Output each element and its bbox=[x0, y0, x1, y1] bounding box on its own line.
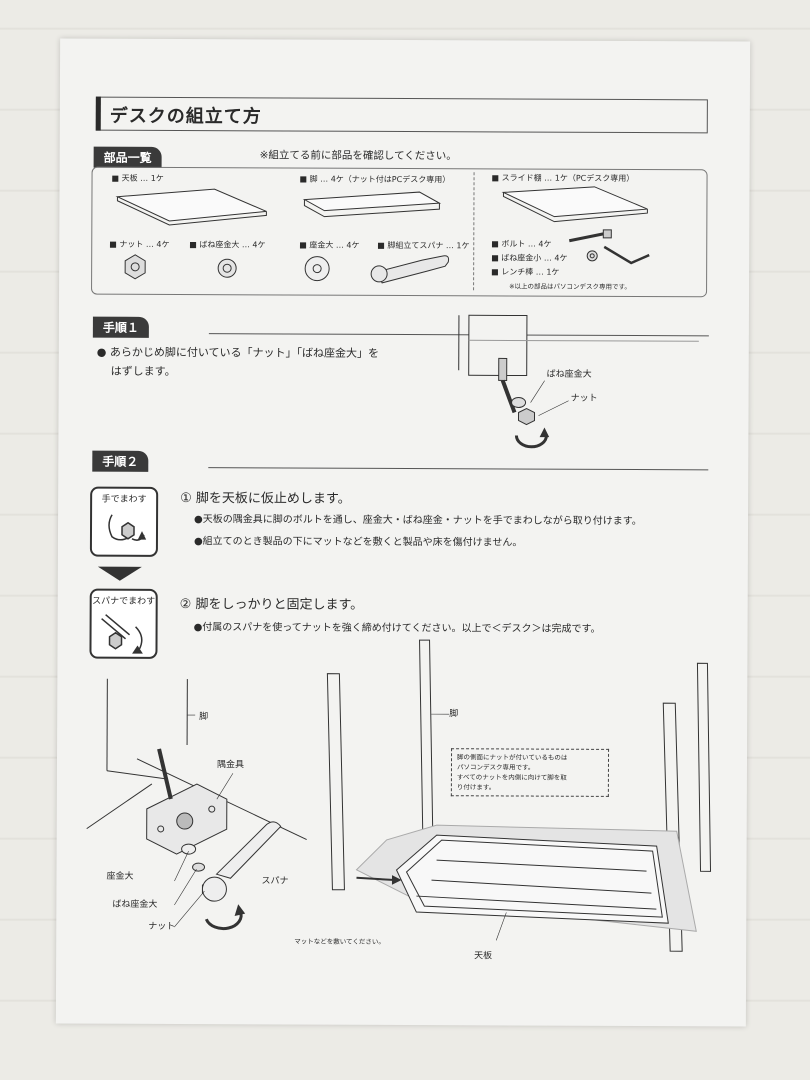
instruction-sheet: デスクの組立て方 部品一覧 ※組立てる前に部品を確認してください。 ■ 天板 …… bbox=[55, 38, 751, 1027]
note-line1: 脚の側面にナットが付いているものは bbox=[457, 753, 568, 762]
note-line3: すべてのナットを内側に向けて脚を取 bbox=[456, 773, 567, 782]
label-spanner: スパナ bbox=[261, 876, 289, 887]
spanner-turn-icon-box: スパナでまわす bbox=[89, 588, 158, 659]
note-line2: パソコンデスク専用です。 bbox=[456, 763, 535, 772]
hand-turn-icon-box: 手でまわす bbox=[89, 486, 159, 557]
spanner-turn-icon bbox=[101, 614, 143, 654]
label-leg-left: 脚 bbox=[199, 712, 209, 723]
label-nut: ナット bbox=[148, 921, 176, 933]
parts-illustrations bbox=[115, 186, 650, 284]
label-mat-note: マットなどを敷いてください。 bbox=[294, 937, 385, 946]
note-line4: り付けます。 bbox=[456, 783, 496, 792]
label-spring-washer-large: ばね座金大 bbox=[112, 899, 158, 910]
note-box: 脚の側面にナットが付いているものは パソコンデスク専用です。 すべてのナットを内… bbox=[450, 748, 610, 797]
label-corner-bracket: 隅金具 bbox=[216, 760, 245, 771]
label-washer-large: 座金大 bbox=[106, 871, 134, 882]
label-top-board: 天板 bbox=[474, 951, 493, 962]
hand-turn-icon bbox=[108, 514, 147, 541]
step1-diagram bbox=[458, 314, 699, 449]
label-leg-right: 脚 bbox=[449, 709, 459, 720]
assembly-diagram bbox=[86, 639, 712, 952]
